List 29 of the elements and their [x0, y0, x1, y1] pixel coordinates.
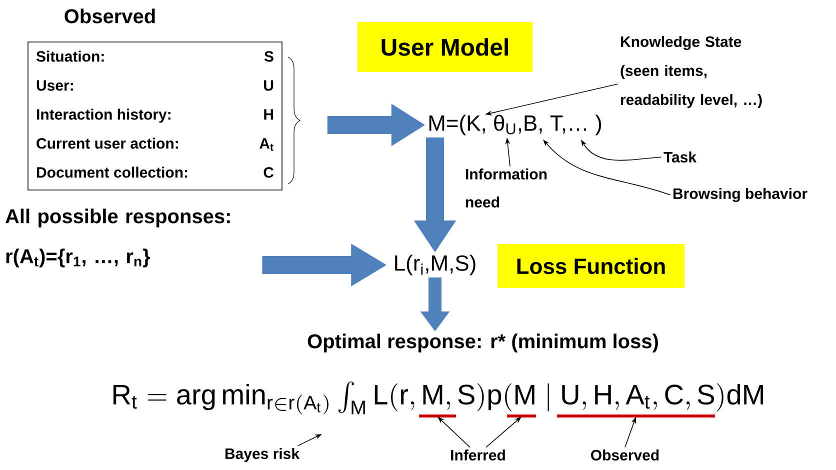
node-label: A$_{t}$	[260, 138, 274, 151]
observed-box: Situation: S User: U Interaction history: H Current user action: A$_{t}$ Document collection: C	[28, 42, 282, 190]
annotation-text: Observed	[591, 449, 659, 460]
node-label: H	[264, 109, 273, 120]
annotation-text: Inferred	[451, 449, 505, 460]
node-label: User:	[36, 80, 73, 91]
node-label: U	[264, 80, 274, 91]
node-label: Document collection:	[37, 166, 188, 178]
heading: Observed	[64, 8, 155, 24]
node-label: Interaction history:	[37, 108, 170, 123]
equation: $\mathrm{R}_{\mathrm{t}}=\arg\min_{\mathrm{r}\in\mathrm{r}(\mathrm{A}_{\mathrm{t}})}\int_{\mathrm{M}}\mathrm{L}(\mathrm{r},\mathrm{M},\mathrm{S})\mathrm{p}(\mathrm{M}\mid\mathrm{U},\mathrm{H},\mathrm{A}_{\mathrm{t}},\mathrm{C},\mathrm{S})\mathrm{dM}$	[114, 382, 763, 414]
node-label: S	[264, 51, 274, 62]
node-label: C	[264, 167, 274, 178]
annotation-text: Task	[664, 151, 697, 162]
node-label: Situation:	[36, 50, 104, 62]
annotation-text: Bayes risk	[225, 448, 300, 462]
heading: Optimal response: r* (minimum loss)	[308, 334, 658, 352]
title-highlight: User Model	[358, 22, 532, 72]
title-highlight: Loss Function	[498, 244, 684, 288]
formula-text: M=(K, θ$_{U}$,B, T,… )	[429, 114, 602, 136]
node-label: Current user action:	[36, 138, 178, 149]
annotation-text: Information need	[466, 168, 547, 208]
underline-mark	[557, 414, 715, 418]
annotation-text: Browsing behavior	[674, 188, 808, 202]
annotation-text: Knowledge State (seen items, readability level, …)	[620, 36, 762, 108]
responses-text: All possible responses: r(A$_{t}$)={r$_{1}$, …, r$_{n}$}	[6, 208, 230, 268]
underline-mark	[419, 414, 456, 418]
underline-mark	[507, 414, 536, 418]
formula-text: L(r$_{i}$,M,S)	[395, 254, 476, 276]
